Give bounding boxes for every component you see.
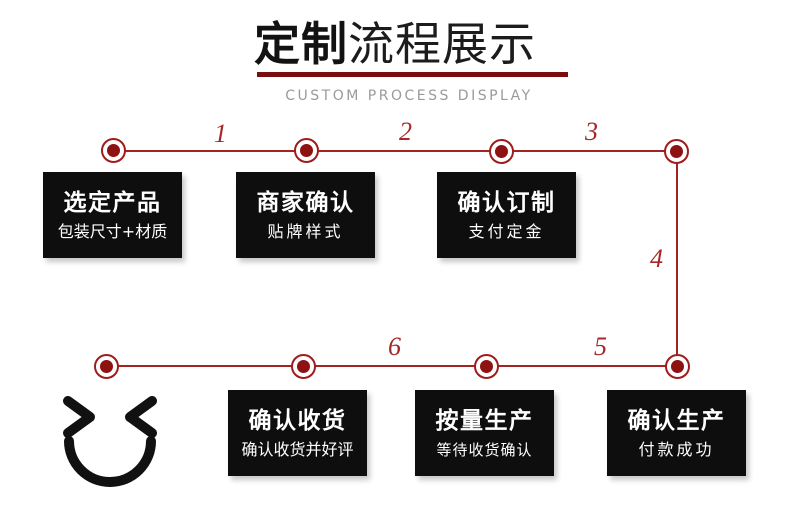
page-title: 定制流程展示 xyxy=(0,18,790,70)
flow-line-right xyxy=(676,151,678,367)
step-number-1: 1 xyxy=(214,119,227,148)
step-card-title: 选定产品 xyxy=(63,190,162,216)
flow-node-top-2 xyxy=(294,138,319,163)
flow-node-dot xyxy=(100,360,113,373)
step-card-confirm-receipt: 确认收货 确认收货并好评 xyxy=(228,390,367,476)
step-card-select-product: 选定产品 包装尺寸+材质 xyxy=(43,172,182,258)
step-card-title: 商家确认 xyxy=(256,190,355,216)
step-card-merchant-confirm: 商家确认 贴牌样式 xyxy=(236,172,375,258)
flow-node-dot xyxy=(300,144,313,157)
smiley-face-icon xyxy=(63,396,157,487)
page-title-light: 流程展示 xyxy=(348,17,536,71)
step-card-title: 确认生产 xyxy=(627,408,726,434)
step-number-3: 3 xyxy=(585,117,598,146)
flow-node-dot xyxy=(671,360,684,373)
flow-line-bottom xyxy=(107,365,678,367)
step-card-title: 按量生产 xyxy=(435,408,534,434)
flow-node-dot xyxy=(495,145,508,158)
step-card-subtitle: 贴牌样式 xyxy=(267,222,344,241)
step-number-6: 6 xyxy=(388,332,401,361)
step-card-subtitle: 支付定金 xyxy=(468,222,545,241)
flow-node-dot xyxy=(480,360,493,373)
flow-node-bottom-5 xyxy=(474,354,499,379)
flow-node-bottom-right xyxy=(665,354,690,379)
smiley-right-eye xyxy=(125,396,157,438)
step-card-title: 确认订制 xyxy=(457,190,556,216)
step-card-subtitle: 包装尺寸+材质 xyxy=(57,222,168,241)
flow-line-top xyxy=(114,150,677,152)
flow-node-dot xyxy=(297,360,310,373)
flow-node-dot xyxy=(107,144,120,157)
smiley-left-eye xyxy=(63,396,95,438)
step-card-title: 确认收货 xyxy=(248,408,347,434)
step-card-confirm-order: 确认订制 支付定金 xyxy=(437,172,576,258)
step-card-produce-by-quantity: 按量生产 等待收货确认 xyxy=(415,390,554,476)
step-card-subtitle: 付款成功 xyxy=(638,440,715,459)
flow-node-top-right xyxy=(664,139,689,164)
title-underline xyxy=(257,72,568,77)
step-number-4: 4 xyxy=(650,244,663,273)
step-card-confirm-production: 确认生产 付款成功 xyxy=(607,390,746,476)
page-subtitle: CUSTOM PROCESS DISPLAY xyxy=(285,88,533,104)
flow-node-top-3 xyxy=(489,139,514,164)
flow-node-dot xyxy=(670,145,683,158)
page-title-bold: 定制 xyxy=(254,17,348,71)
step-card-subtitle: 等待收货确认 xyxy=(436,441,533,459)
step-number-2: 2 xyxy=(399,117,412,146)
smiley-mouth xyxy=(64,436,156,487)
flow-node-top-1 xyxy=(101,138,126,163)
flow-node-bottom-end xyxy=(94,354,119,379)
step-number-5: 5 xyxy=(594,332,607,361)
step-card-subtitle: 确认收货并好评 xyxy=(241,440,354,459)
flow-node-bottom-6 xyxy=(291,354,316,379)
